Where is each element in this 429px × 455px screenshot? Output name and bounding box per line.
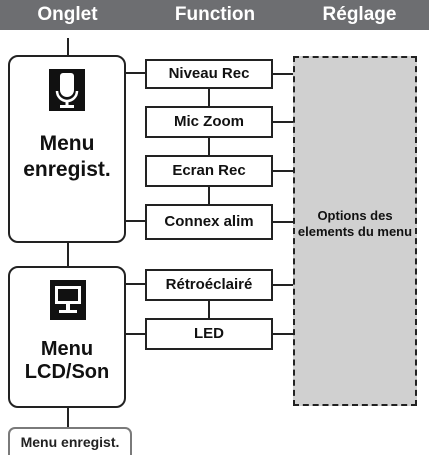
function-niveau-rec[interactable]: Niveau Rec	[145, 59, 273, 89]
tab-lcd-sound-menu[interactable]: Menu LCD/Son	[8, 266, 126, 408]
monitor-icon	[50, 280, 86, 320]
column-header-function: Function	[174, 4, 256, 25]
tab-recording-label-line1: Menu	[39, 132, 95, 155]
function-spine-4	[208, 300, 210, 319]
connector-tab1-niveau	[126, 72, 146, 74]
tab-lcd-label-line1: Menu	[40, 338, 94, 360]
tab-next-recording-menu[interactable]: Menu enregist.	[8, 427, 132, 455]
tab-spine-bottom	[67, 407, 69, 428]
column-header-bar: Onglet Function Réglage	[0, 0, 429, 30]
tab-lcd-label-line2: LCD/Son	[24, 361, 110, 383]
tab-recording-label-line2: enregist.	[23, 158, 111, 181]
function-spine-2	[208, 137, 210, 156]
tab-spine-middle	[67, 242, 69, 267]
connector-tab2-retro	[126, 283, 146, 285]
connector-led-options	[273, 333, 293, 335]
connector-connex-options	[273, 221, 293, 223]
menu-options-panel: Options des elements du menu	[293, 56, 417, 406]
function-ecran-rec[interactable]: Ecran Rec	[145, 155, 273, 187]
function-mic-zoom[interactable]: Mic Zoom	[145, 106, 273, 138]
microphone-icon	[49, 69, 85, 111]
connector-zoom-options	[273, 121, 293, 123]
function-connex-alim[interactable]: Connex alim	[145, 204, 273, 240]
function-retroeclaire[interactable]: Rétroéclairé	[145, 269, 273, 301]
connector-niveau-options	[273, 73, 293, 75]
connector-tab2-led	[126, 333, 146, 335]
function-spine-3	[208, 186, 210, 205]
tab-spine-top	[67, 38, 69, 56]
function-led[interactable]: LED	[145, 318, 273, 350]
function-spine-1	[208, 88, 210, 107]
column-header-tab: Onglet	[37, 4, 98, 25]
column-header-setting: Réglage	[322, 4, 397, 25]
menu-options-text: Options des elements du menu	[297, 208, 413, 239]
connector-retro-options	[273, 284, 293, 286]
connector-tab1-connex	[126, 220, 146, 222]
tab-recording-menu[interactable]: Menu enregist.	[8, 55, 126, 243]
connector-ecran-options	[273, 170, 293, 172]
